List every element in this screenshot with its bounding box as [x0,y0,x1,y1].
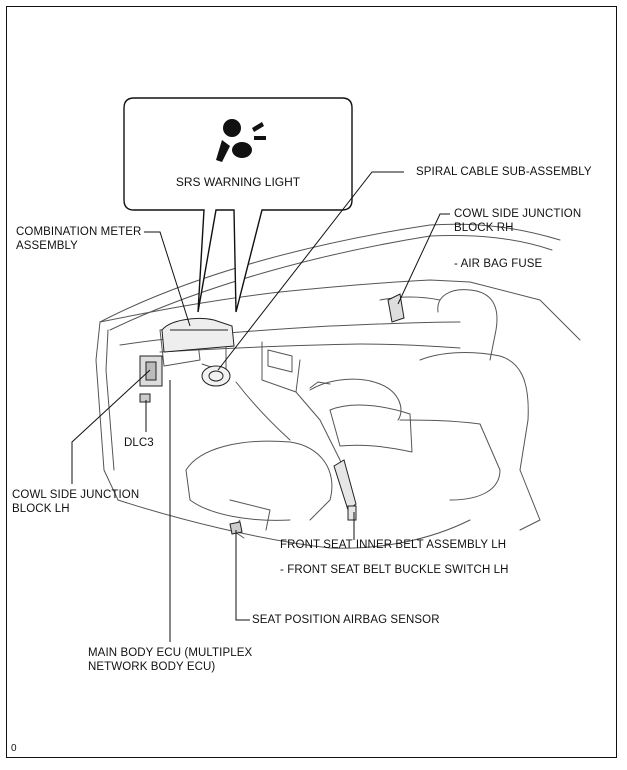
cowl-lh-junction-block [139,355,163,387]
label-main-body-ecu-1: MAIN BODY ECU (MULTIPLEX [88,647,253,659]
leader-sensor [235,530,250,621]
center-console [309,378,402,421]
label-air-bag-fuse: - AIR BAG FUSE [454,258,543,270]
label-cowl-lh-1: COWL SIDE JUNCTION [12,489,140,501]
right-door [469,281,581,341]
cowl-rh-junction-block [387,293,405,323]
label-buckle-switch: - FRONT SEAT BELT BUCKLE SWITCH LH [280,564,509,576]
srs-warning-light-label: SRS WARNING LIGHT [175,175,301,189]
label-dlc3: DLC3 [124,437,154,449]
label-cowl-rh-1: COWL SIDE JUNCTION [454,208,582,220]
corner-code: 0 [11,743,17,754]
floor-line [117,499,471,549]
leader-spiral [217,171,404,371]
label-cowl-rh-2: BLOCK RH [454,222,514,234]
label-spiral-cable: SPIRAL CABLE SUB-ASSEMBLY [416,166,592,178]
passenger-seat-back [437,289,498,361]
dashboard-top [99,279,471,323]
airbag-warning-icon [216,119,266,162]
label-combination-meter-1: COMBINATION METER [16,226,142,238]
windshield-outline [99,223,561,323]
seat-position-sensor [229,521,243,535]
dlc3-connector [139,393,151,403]
windshield-inner [109,235,553,331]
a-pillar-left [95,321,119,501]
leader-meter [144,231,191,327]
driver-seat-cushion [185,440,333,521]
label-front-seat-belt: FRONT SEAT INNER BELT ASSEMBLY LH [280,539,507,551]
label-main-body-ecu-2: NETWORK BODY ECU) [88,661,216,673]
front-seat-inner-belt [333,459,357,521]
label-seat-position-sensor: SEAT POSITION AIRBAG SENSOR [252,614,440,626]
label-combination-meter-2: ASSEMBLY [16,240,78,252]
center-stack [261,341,301,393]
combination-meter [161,317,235,353]
leader-cowl-lh [71,369,151,484]
spiral-cable [201,365,231,387]
warning-callout-box [123,97,353,313]
label-cowl-lh-2: BLOCK LH [12,503,70,515]
diagram-frame [6,6,617,758]
leader-cowl-rh [397,213,450,305]
